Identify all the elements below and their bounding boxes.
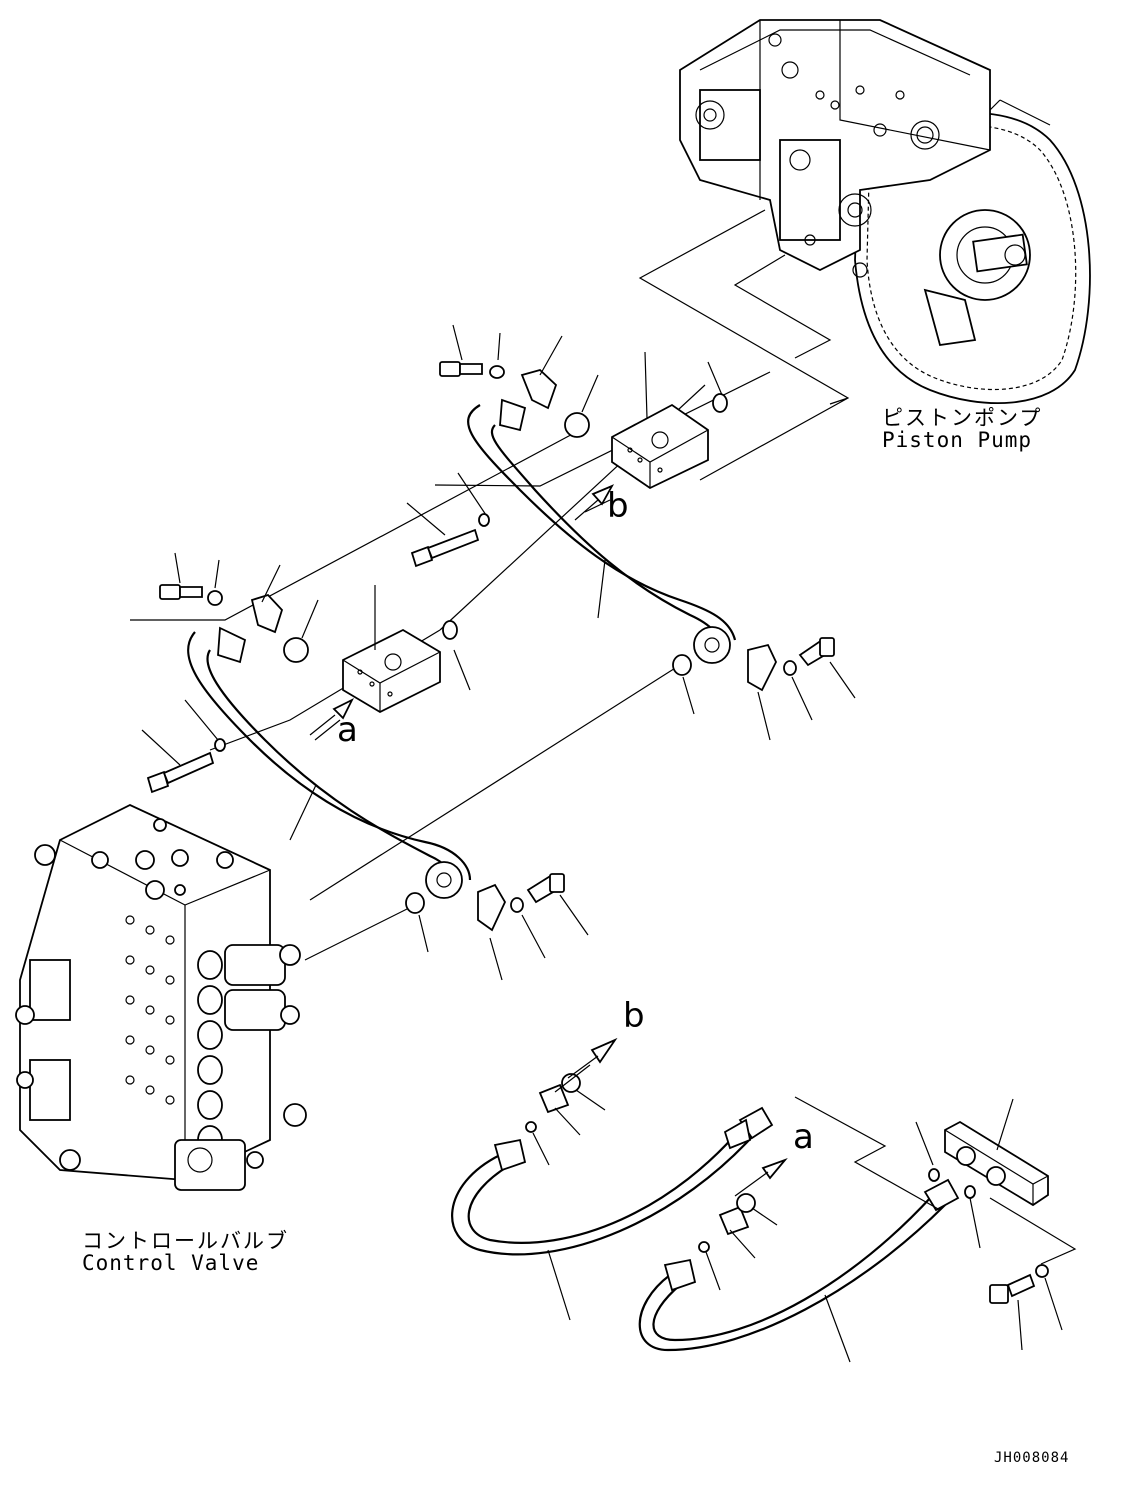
split-flange-b (611, 403, 709, 490)
control-valve-label-en: Control Valve (82, 1251, 260, 1275)
piston-pump-label-en: Piston Pump (882, 428, 1033, 452)
lower-hose-assembly (451, 1037, 1077, 1363)
upper-pipe-assembly (406, 324, 856, 741)
control-valve-assembly (15, 804, 307, 1191)
callout-a-upper: a (337, 710, 358, 750)
callout-b-lower: b (623, 996, 645, 1036)
callout-a-lower: a (793, 1117, 814, 1157)
control-valve-spool-caps (197, 944, 307, 1169)
split-flange-a (342, 628, 441, 714)
callout-b-upper: b (607, 486, 629, 526)
piston-pump-label-jp: ピストンポンプ (882, 406, 1043, 430)
manifold-block (944, 1120, 1049, 1207)
drawing-code: JH008084 (994, 1450, 1070, 1466)
control-valve-port-grid (125, 915, 175, 1105)
piston-pump-assembly (679, 19, 1091, 405)
control-valve-label-jp: コントロールバルブ (82, 1229, 289, 1253)
lower-pipe-assembly (141, 552, 589, 981)
